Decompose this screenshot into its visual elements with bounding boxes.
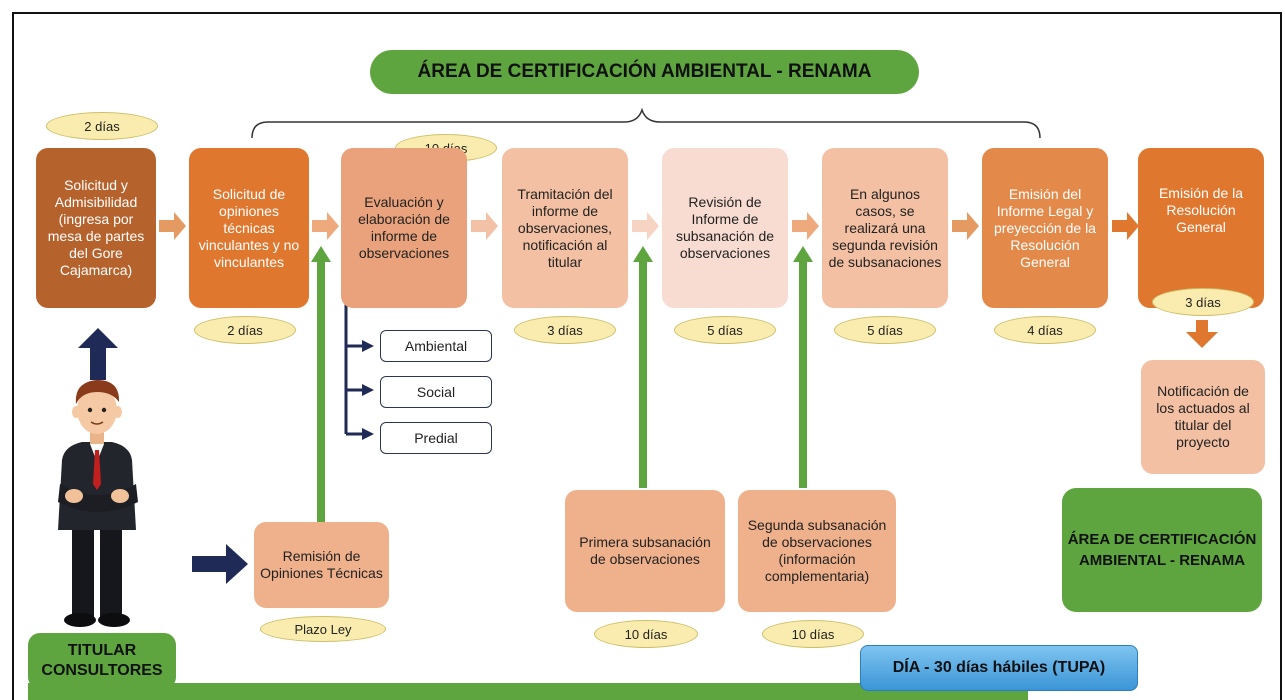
days-pill-step-7: 4 días [994, 316, 1096, 344]
green-head-segunda [793, 246, 813, 262]
arrow-right-4 [632, 212, 659, 240]
eval-type-social: Social [380, 376, 492, 408]
branch-head-predial [362, 428, 374, 440]
arrow-right-2 [312, 212, 339, 240]
area-certificacion-box: ÁREA DE CERTIFICACIÓN AMBIENTAL - RENAMA [1062, 488, 1262, 612]
days-pill-remision: Plazo Ley [260, 616, 386, 642]
days-pill-segunda: 10 días [762, 620, 864, 648]
days-pill-step-8: 3 días [1152, 288, 1254, 316]
step-emision-resolucion: Emisión de la Resolución General [1138, 148, 1264, 308]
days-pill-step-4: 3 días [514, 316, 616, 344]
days-pill-step-2: 2 días [194, 316, 296, 344]
bottom-green-bar [28, 683, 1028, 700]
step-solicitud-admisibilidad: Solicitud y Admisibilidad (ingresa por m… [36, 148, 156, 308]
step-solicitud-opiniones: Solicitud de opiniones técnicas vinculan… [189, 148, 309, 308]
step-tramitacion: Tramitación del informe de observaciones… [502, 148, 628, 308]
arrow-right-1 [159, 212, 186, 240]
evaluation-branch [344, 304, 364, 436]
arrow-right-6 [952, 212, 979, 240]
days-pill-primera: 10 días [594, 620, 698, 648]
arrow-down-notificacion [1186, 320, 1218, 348]
arrow-right-remision [192, 544, 248, 584]
remision-opiniones-box: Remisión de Opiniones Técnicas [254, 522, 389, 608]
primera-subsanacion-box: Primera subsanación de observaciones [565, 490, 725, 612]
segunda-subsanacion-box: Segunda subsanación de observaciones (in… [738, 490, 896, 612]
top-bracket [251, 107, 1041, 139]
step-evaluacion: Evaluación y elaboración de informe de o… [341, 148, 467, 308]
step-informe-legal: Emisión del Informe Legal y preyección d… [982, 148, 1108, 308]
person-figure [58, 380, 138, 627]
days-pill-step-1: 2 días [46, 112, 158, 140]
page-title: ÁREA DE CERTIFICACIÓN AMBIENTAL - RENAMA [370, 50, 919, 94]
notificacion-box: Notificación de los actuados al titular … [1141, 360, 1265, 474]
connectors-layer [58, 107, 1218, 627]
arrow-up-titular [78, 328, 118, 380]
arrow-right-3 [471, 212, 498, 240]
step-segunda-revision: En algunos casos, se realizará una segun… [822, 148, 948, 308]
branch-head-ambiental [362, 340, 374, 352]
branch-head-social [362, 384, 374, 396]
arrow-right-7 [1112, 212, 1139, 240]
green-head-primera [633, 246, 653, 262]
eval-type-ambiental: Ambiental [380, 330, 492, 362]
days-pill-step-5: 5 días [674, 316, 776, 344]
titular-consultores-box: TITULAR CONSULTORES [28, 633, 176, 689]
arrow-right-5 [792, 212, 819, 240]
eval-type-predial: Predial [380, 422, 492, 454]
diagram-frame: ÁREA DE CERTIFICACIÓN AMBIENTAL - RENAMA… [12, 12, 1282, 700]
green-head-remision [311, 246, 331, 262]
days-pill-step-6: 5 días [834, 316, 936, 344]
step-revision-subsanacion: Revisión de Informe de subsanación de ob… [662, 148, 788, 308]
tupa-badge: DÍA - 30 días hábiles (TUPA) [860, 645, 1138, 691]
